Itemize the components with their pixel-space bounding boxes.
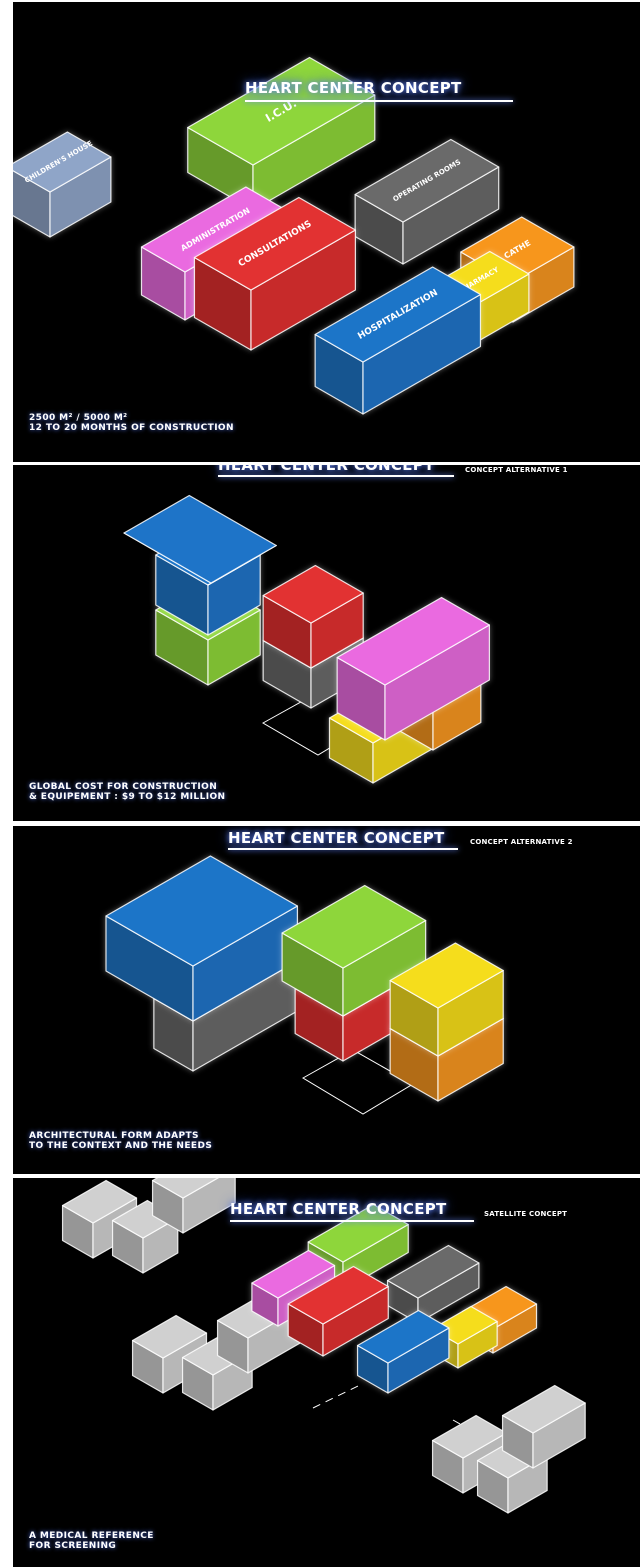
title-underline	[245, 100, 513, 102]
caption-line: 12 TO 20 MONTHS OF CONSTRUCTION	[29, 423, 234, 433]
red-block	[287, 1265, 389, 1357]
satellite-block-top-face	[501, 1384, 586, 1434]
gray-block-top-face	[386, 1244, 480, 1299]
caption-line: TO THE CONTEXT AND THE NEEDS	[29, 1141, 213, 1151]
green-block-top-face	[307, 1203, 409, 1263]
panel-subtitle: SATELLITE CONCEPT	[484, 1210, 568, 1218]
panel-subtitle: CONCEPT ALTERNATIVE 2	[470, 838, 573, 846]
panel-title: HEART CENTER CONCEPT	[218, 465, 435, 474]
satellite-block-top-face	[61, 1179, 138, 1224]
satellite-block-top-face	[151, 1178, 220, 1199]
caption-line: A MEDICAL REFERENCE	[29, 1531, 154, 1541]
panel-caption: ARCHITECTURAL FORM ADAPTS TO THE CONTEXT…	[29, 1131, 212, 1151]
satellite-diagram	[61, 1178, 586, 1514]
connector-line	[312, 1385, 359, 1409]
yellow-block-top-face	[389, 942, 504, 1009]
blue-block	[105, 855, 298, 1022]
magenta-block-top-face	[336, 596, 490, 686]
panel-title: HEART CENTER CONCEPT	[228, 829, 445, 847]
satellite-block-top-face	[431, 1414, 508, 1459]
panel-alternative-1: HEART CENTER CONCEPT CONCEPT ALTERNATIVE…	[13, 465, 640, 821]
icu-block-top-face	[187, 56, 376, 166]
panel-caption: 2500 M² / 5000 M² 12 TO 20 MONTHS OF CON…	[29, 413, 234, 433]
caption-line: GLOBAL COST FOR CONSTRUCTION	[29, 782, 218, 792]
title-underline	[218, 475, 454, 477]
green-block	[281, 884, 427, 1017]
red-block-top-face	[287, 1265, 389, 1325]
panel-title: HEART CENTER CONCEPT	[230, 1200, 447, 1218]
blue-block	[356, 1309, 450, 1394]
blue-roof	[123, 494, 277, 584]
title-underline	[228, 848, 458, 850]
magenta-block	[336, 596, 490, 741]
alternative-2-diagram	[105, 855, 504, 1115]
satellite-block	[131, 1314, 208, 1394]
title-underline	[230, 1220, 474, 1222]
operating-rooms-block-top-face	[354, 138, 500, 223]
childrens-house-block-top-face	[13, 131, 112, 193]
satellite-block-top-face	[131, 1314, 208, 1359]
icu-block: I.C.U.	[187, 56, 376, 211]
panel-caption: A MEDICAL REFERENCE FOR SCREENING	[29, 1531, 154, 1551]
hospitalization-block-top-face	[314, 266, 482, 363]
blue-block-top-face	[356, 1309, 450, 1364]
yellow-block	[389, 942, 504, 1057]
childrens-house-block: CHILDREN'S HOUSE	[13, 131, 112, 238]
caption-line: FOR SCREENING	[29, 1541, 117, 1551]
panel-alternative-2: HEART CENTER CONCEPT CONCEPT ALTERNATIVE…	[13, 826, 640, 1174]
green-block-top-face	[281, 884, 427, 969]
consultations-block-top-face	[193, 196, 356, 291]
panel-caption: GLOBAL COST FOR CONSTRUCTION & EQUIPEMEN…	[29, 782, 225, 802]
satellite-block-front-face	[182, 1178, 236, 1234]
magenta-block-top-face	[251, 1249, 336, 1299]
alternative-1-diagram	[123, 494, 490, 784]
blue-roof-top-face	[123, 494, 277, 584]
red-block-top-face	[262, 564, 364, 624]
satellite-block	[151, 1178, 236, 1234]
consultations-block: CONSULTATIONS	[193, 196, 356, 351]
satellite-block	[501, 1384, 586, 1469]
panel-subtitle: CONCEPT ALTERNATIVE 1	[465, 466, 568, 474]
red-block	[262, 564, 364, 669]
caption-line: 2500 M² / 5000 M²	[29, 413, 128, 423]
caption-line: ARCHITECTURAL FORM ADAPTS	[29, 1131, 199, 1141]
panel-satellite: HEART CENTER CONCEPT SATELLITE CONCEPT A…	[13, 1178, 640, 1567]
blue-block-top-face	[105, 855, 298, 967]
caption-line: & EQUIPEMENT : $9 TO $12 MILLION	[29, 792, 226, 802]
panel-title: HEART CENTER CONCEPT	[245, 79, 462, 97]
